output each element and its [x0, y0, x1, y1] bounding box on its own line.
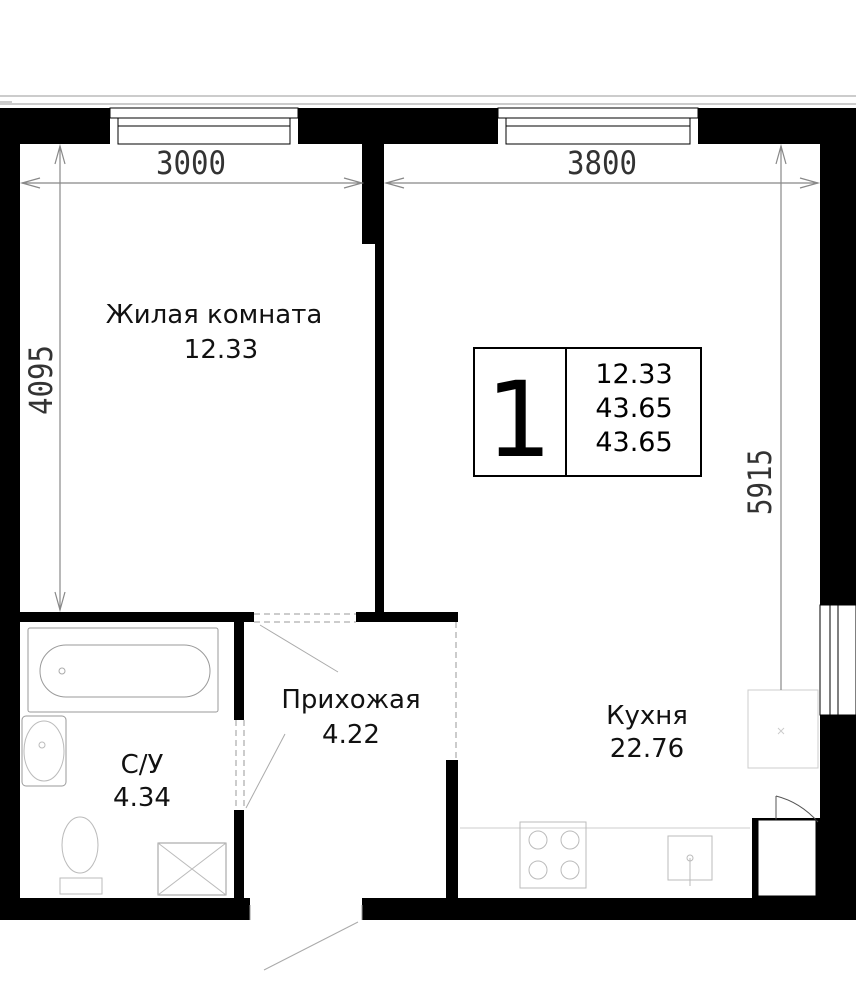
- dim-label-living-width: 3000: [156, 144, 226, 182]
- info-box: [473, 347, 702, 477]
- window-kitchen-side: [819, 604, 856, 716]
- dim-label-living-depth: 4095: [22, 345, 60, 415]
- walls: [0, 108, 856, 920]
- doors: [235, 613, 457, 971]
- dim-label-kitchen-depth: 5915: [741, 449, 779, 515]
- room-name-hall: Прихожая: [281, 685, 420, 715]
- room-area-kitchen: 22.76: [610, 734, 684, 764]
- info-total-area: 43.65: [595, 393, 672, 424]
- info-total-area-2: 43.65: [595, 427, 672, 458]
- room-name-kitchen: Кухня: [606, 701, 688, 731]
- room-area-bathroom: 4.34: [113, 783, 171, 813]
- boiler: [747, 689, 819, 769]
- sink-bathroom: [21, 715, 67, 787]
- info-rooms-count: 1: [486, 359, 552, 481]
- bathtub: [27, 627, 219, 713]
- dimension-kitchen-width: [383, 177, 821, 189]
- dim-label-kitchen-width: 3800: [567, 144, 637, 182]
- dimension-living-width: [19, 177, 365, 189]
- riser-door: [757, 795, 819, 897]
- stove: [519, 821, 587, 889]
- room-name-living: Жилая комната: [106, 300, 323, 330]
- room-area-hall: 4.22: [322, 720, 380, 750]
- dimension-kitchen-depth: [775, 143, 787, 690]
- shower-drain: [157, 842, 227, 896]
- toilet: [59, 816, 103, 895]
- window-kitchen-top: [497, 107, 699, 145]
- info-living-area: 12.33: [595, 359, 672, 390]
- sink-kitchen: [667, 835, 713, 886]
- window-living: [109, 107, 299, 145]
- dimension-living-depth: [54, 143, 66, 613]
- room-name-bathroom: С/У: [121, 750, 164, 780]
- room-area-living: 12.33: [184, 335, 258, 365]
- building-outline: [0, 95, 856, 105]
